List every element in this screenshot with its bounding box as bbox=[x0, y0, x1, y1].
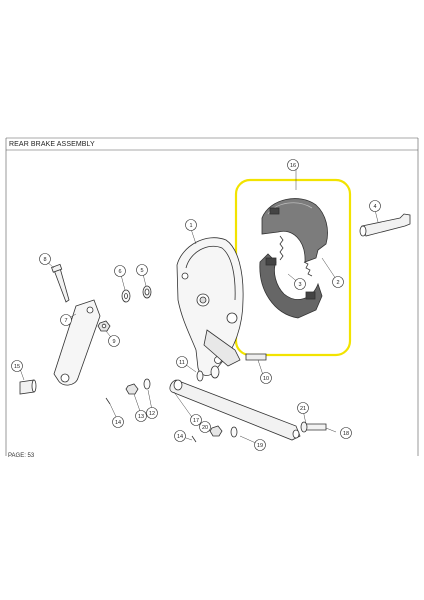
brake-panel-part-1 bbox=[176, 237, 244, 376]
callout-c8: 8 bbox=[39, 253, 51, 265]
callout-c3: 3 bbox=[294, 278, 306, 290]
nut-part-9 bbox=[97, 320, 111, 332]
callout-circle bbox=[39, 253, 51, 265]
callout-label: 16 bbox=[290, 163, 296, 169]
callout-circle bbox=[174, 430, 186, 442]
callout-label: 3 bbox=[298, 282, 301, 288]
callout-label: 13 bbox=[138, 414, 144, 420]
callout-c5: 5 bbox=[136, 264, 148, 276]
callout-circle bbox=[369, 200, 381, 212]
callout-c18: 18 bbox=[340, 427, 352, 439]
spacer-part-15 bbox=[19, 379, 37, 395]
callout-circle bbox=[260, 372, 272, 384]
callout-c15: 15 bbox=[11, 360, 23, 372]
callout-label: 9 bbox=[112, 339, 115, 345]
callout-c16: 16 bbox=[287, 159, 299, 171]
callout-label: 18 bbox=[343, 431, 349, 437]
callout-circle bbox=[340, 427, 352, 439]
callout-circle bbox=[185, 219, 197, 231]
bolt-part-8 bbox=[51, 263, 70, 303]
callout-circle bbox=[11, 360, 23, 372]
callout-circle bbox=[297, 402, 309, 414]
washer-part-6 bbox=[121, 289, 131, 303]
callout-c19: 19 bbox=[254, 439, 266, 451]
callout-circle bbox=[287, 159, 299, 171]
callout-circle bbox=[332, 276, 344, 288]
callout-label: 8 bbox=[43, 257, 46, 263]
page-label: PAGE: 53 bbox=[8, 453, 35, 459]
pin-part-10 bbox=[245, 353, 267, 361]
callout-circle bbox=[254, 439, 266, 451]
callout-c7: 7 bbox=[60, 314, 72, 326]
callout-circle bbox=[294, 278, 306, 290]
callout-circle bbox=[135, 410, 147, 422]
callout-c2: 2 bbox=[332, 276, 344, 288]
callout-circle bbox=[190, 414, 202, 426]
callout-label: 12 bbox=[149, 411, 155, 417]
callout-c4: 4 bbox=[369, 200, 381, 212]
callout-c12: 12 bbox=[146, 407, 158, 419]
callout-c21: 21 bbox=[297, 402, 309, 414]
brake-shoe-lower bbox=[259, 253, 323, 319]
cam-shaft-part-4 bbox=[359, 213, 411, 237]
callout-label: 7 bbox=[64, 318, 67, 324]
washer-part-11 bbox=[196, 365, 220, 382]
callout-circle bbox=[60, 314, 72, 326]
callout-label: 20 bbox=[202, 425, 208, 431]
callout-label: 19 bbox=[257, 443, 263, 449]
callout-circle bbox=[146, 407, 158, 419]
callout-circle bbox=[114, 265, 126, 277]
callout-c9: 9 bbox=[108, 335, 120, 347]
callout-c14b: 14 bbox=[174, 430, 186, 442]
callout-c1: 1 bbox=[185, 219, 197, 231]
brake-shoe-upper bbox=[261, 198, 328, 263]
callout-circle bbox=[199, 421, 211, 433]
callout-c13: 13 bbox=[135, 410, 147, 422]
cotter-pin-part-14 bbox=[105, 397, 197, 443]
sheet-frame bbox=[5, 137, 419, 456]
callout-label: 1 bbox=[189, 223, 192, 229]
callout-label: 14 bbox=[115, 420, 121, 426]
callout-label: 15 bbox=[14, 364, 20, 370]
brake-arm-part-7 bbox=[53, 299, 101, 386]
bolt-part-21 bbox=[300, 421, 327, 433]
callout-label: 10 bbox=[263, 376, 269, 382]
callout-circle bbox=[112, 416, 124, 428]
callout-label: 5 bbox=[140, 268, 143, 274]
callout-c17: 17 bbox=[190, 414, 202, 426]
callout-circle bbox=[108, 335, 120, 347]
callout-c11: 11 bbox=[176, 356, 188, 368]
nut-part-20 bbox=[209, 425, 238, 438]
callout-label: 6 bbox=[118, 269, 121, 275]
callout-circle bbox=[176, 356, 188, 368]
callout-label: 2 bbox=[336, 280, 339, 286]
return-spring bbox=[279, 235, 313, 277]
callout-label: 17 bbox=[193, 418, 199, 424]
bushing-part-5 bbox=[142, 285, 152, 299]
callout-c10: 10 bbox=[260, 372, 272, 384]
diagram-title: REAR BRAKE ASSEMBLY bbox=[9, 141, 95, 148]
callout-c14a: 14 bbox=[112, 416, 124, 428]
callout-c20: 20 bbox=[199, 421, 211, 433]
callout-label: 14 bbox=[177, 434, 183, 440]
callout-label: 21 bbox=[300, 406, 306, 412]
callout-label: 4 bbox=[373, 204, 376, 210]
callout-circle bbox=[136, 264, 148, 276]
callout-c6: 6 bbox=[114, 265, 126, 277]
nut-part-13 bbox=[125, 378, 151, 395]
torque-rod-part-17 bbox=[169, 379, 301, 441]
callout-label: 11 bbox=[179, 360, 185, 366]
